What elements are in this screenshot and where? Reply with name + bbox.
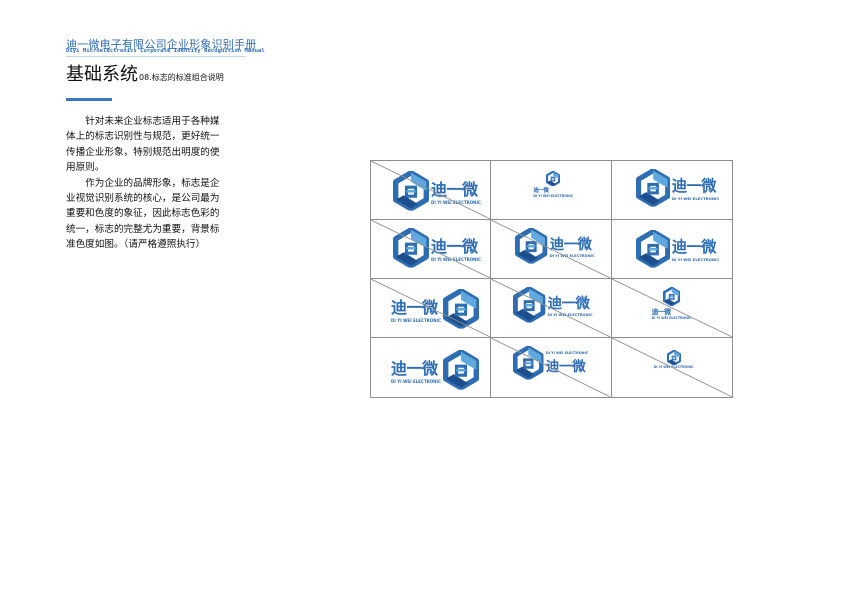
logo-lockup: DI YI WEI ELECTRONIC: [653, 350, 694, 370]
logo-tagline: DI YI WEI ELECTRONIC: [549, 254, 595, 259]
description-paragraph-2: 作为企业的品牌形象，标志是企业视觉识别系统的核心，是公司最为重要和色度的象征，因…: [66, 177, 220, 251]
logo-wordmark: 迪一微: [545, 358, 586, 375]
title-accent-bar: [66, 98, 112, 101]
logo-cell: DI YI WEI ELECTRONIC: [612, 338, 732, 397]
section-title: 基础系统: [66, 64, 138, 85]
section-subtitle: 08.标志的标准组合说明: [139, 73, 224, 82]
logo-emblem-icon: [667, 350, 681, 365]
header-company-cn: 迪一微电子有限公司企业形象识别手册: [66, 38, 257, 51]
logo-wordmark: 迪一微: [431, 237, 478, 257]
section-title-row: 基础系统08.标志的标准组合说明: [66, 60, 224, 86]
logo-tagline: DI YI WEI ELECTRONIC: [533, 194, 574, 199]
description-paragraph-1: 针对未来企业标志适用于各种媒体上的标志识别性与规范，更好统一传播企业形象，特别规…: [66, 116, 220, 174]
logo-tagline: DI YI WEI ELECTRONIC: [391, 379, 441, 385]
logo-wordmark: 迪一微: [533, 188, 549, 195]
logo-tagline: DI YI WEI ELECTRONIC: [653, 365, 694, 370]
logo-emblem-icon: [443, 350, 479, 390]
logo-emblem-icon: [513, 346, 544, 380]
logo-emblem-icon: [546, 171, 560, 186]
logo-tagline: DI YI WEI ELECTRONIC: [651, 316, 692, 321]
logo-emblem-icon: [515, 228, 547, 264]
logo-emblem-icon: [443, 289, 479, 329]
logo-emblem-icon: [393, 228, 429, 268]
logo-wordmark: 迪一微: [391, 298, 438, 318]
logo-tagline: DI YI WEI ELECTRONIC: [547, 313, 593, 318]
logo-wordmark: 迪一微: [651, 308, 671, 317]
logo-emblem-icon: [513, 287, 545, 323]
logo-wordmark: 迪一微: [671, 177, 717, 196]
logo-wordmark: 迪一微: [431, 180, 478, 200]
logo-emblem-icon: [663, 287, 680, 306]
logo-tagline: DI YI WEI ELECTRONIC: [671, 196, 720, 202]
logo-wordmark: 迪一微: [549, 237, 592, 254]
logo-wordmark: 迪一微: [671, 238, 717, 257]
header-company-en: Diyi Microelectronics Corporate Identity…: [66, 48, 265, 54]
description-text: 针对未来企业标志适用于各种媒体上的标志识别性与规范，更好统一传播企业形象，特别规…: [66, 114, 226, 253]
header-rule: [66, 56, 246, 57]
logo-emblem-icon: [393, 171, 429, 211]
logo-tagline: DI YI WEI ELECTRONIC: [391, 318, 441, 324]
logo-emblem-icon: [636, 230, 670, 268]
logo-tagline: DI YI WEI ELECTRONIC: [431, 200, 481, 206]
logo-tagline: DI YI WEI ELECTRONIC: [671, 257, 720, 263]
logo-wordmark: 迪一微: [547, 296, 590, 313]
logo-emblem-icon: [636, 169, 670, 207]
logo-wordmark: 迪一微: [391, 359, 438, 379]
logo-tagline: DI YI WEI ELECTRONIC: [431, 257, 481, 263]
